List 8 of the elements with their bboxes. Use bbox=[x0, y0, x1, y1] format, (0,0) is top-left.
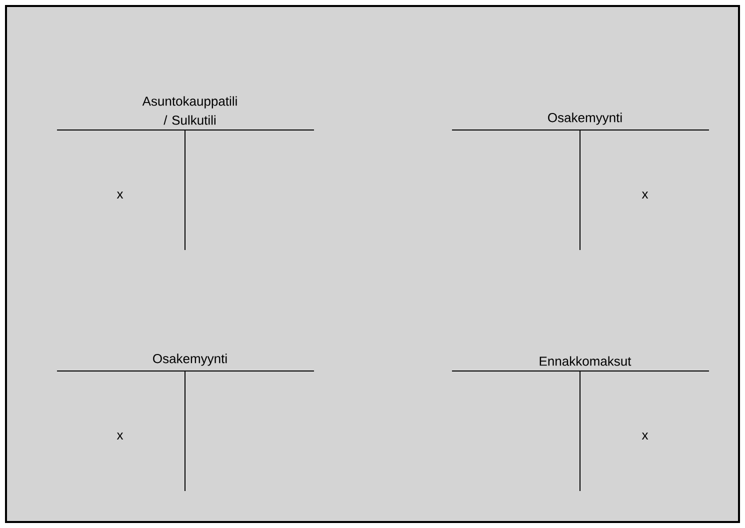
account-title: Osakemyynti bbox=[153, 354, 227, 366]
entry-mark: x bbox=[116, 192, 124, 198]
entry-mark: x bbox=[642, 192, 648, 198]
account-title: Asuntokauppatili / Sulkutili bbox=[142, 96, 237, 125]
account-title: Ennakkomaksut bbox=[540, 356, 632, 366]
entry-mark: x bbox=[116, 432, 124, 440]
entry-mark: x bbox=[642, 432, 648, 440]
account-title: Osakemyynti bbox=[548, 112, 622, 125]
